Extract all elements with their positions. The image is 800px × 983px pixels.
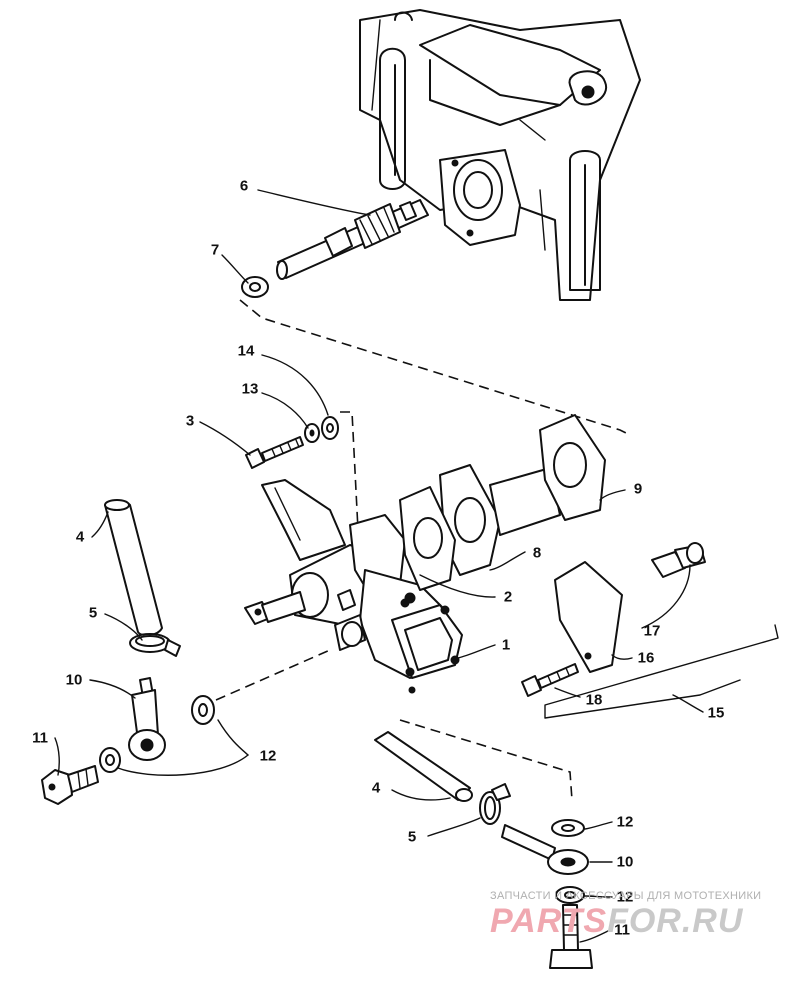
- callout-5-left: 5: [88, 604, 98, 622]
- leader-lines: [54, 189, 704, 943]
- callout-1: 1: [501, 636, 511, 654]
- alignment-line-mid: [215, 649, 331, 701]
- watermark-tagline: ЗАПЧАСТИ И АКСЕССУАРЫ ДЛЯ МОТОТЕХНИКИ: [490, 890, 762, 902]
- hose-part-4-bottom: [374, 731, 473, 802]
- callout-12-left: 12: [259, 747, 277, 765]
- callout-3: 3: [185, 412, 195, 430]
- watermark-logo-part1: PARTS: [490, 902, 608, 940]
- alignment-line-screw: [340, 411, 359, 531]
- hose-part-4-left: [104, 499, 163, 637]
- bracket-part-15: [544, 624, 779, 719]
- clamp-part-5-left: [129, 633, 181, 657]
- plug-part-17: [651, 542, 706, 578]
- callout-11-bottom: 11: [614, 921, 630, 939]
- callout-8: 8: [532, 544, 542, 562]
- watermark-logo: PARTSFOR.RU: [490, 902, 743, 941]
- washer-part-7: [241, 276, 269, 298]
- washer-part-12-left: [99, 747, 121, 773]
- callout-12-bottom-upper: 12: [616, 813, 634, 831]
- callout-6: 6: [239, 177, 249, 195]
- callout-13: 13: [241, 380, 259, 398]
- callout-5-bottom: 5: [407, 828, 417, 846]
- banjo-fitting-part-10-bottom: [501, 824, 589, 875]
- engine-block: [359, 9, 641, 301]
- banjo-fitting-part-10-left: [128, 677, 166, 761]
- gasket-intermediate: [399, 486, 456, 591]
- callout-2: 2: [503, 588, 513, 606]
- alignment-line-upper: [239, 299, 631, 436]
- oil-pump-assembly: [244, 479, 463, 694]
- callout-4-left: 4: [75, 528, 85, 546]
- callout-9: 9: [633, 480, 643, 498]
- callout-10-bottom: 10: [616, 853, 634, 871]
- tube-part-9: [489, 414, 606, 536]
- watermark-logo-part2: FOR.RU: [607, 902, 744, 940]
- callout-10-left: 10: [65, 671, 83, 689]
- washer-part-12-middle: [191, 695, 215, 725]
- callout-16: 16: [637, 649, 655, 667]
- screw-part-18: [521, 663, 579, 697]
- washer-part-12-bottom-lower: [555, 886, 585, 904]
- callout-11-left: 11: [32, 729, 48, 747]
- callout-18: 18: [585, 691, 603, 709]
- screw-part-3: [245, 436, 304, 469]
- banjo-bolt-part-11-left: [41, 765, 99, 805]
- alignment-line-lower: [399, 719, 573, 801]
- callout-14: 14: [237, 342, 255, 360]
- washer-part-13: [304, 423, 320, 443]
- banjo-bolt-part-11-bottom: [549, 904, 593, 969]
- callout-15: 15: [707, 704, 725, 722]
- callout-12-bottom-lower: 12: [616, 888, 634, 906]
- washer-part-12-bottom-upper: [551, 819, 585, 837]
- clamp-part-5-bottom: [479, 783, 511, 825]
- callout-4-bottom: 4: [371, 779, 381, 797]
- callout-17: 17: [643, 622, 661, 640]
- shaft-gear-part: [276, 199, 429, 280]
- washer-part-14: [321, 416, 339, 440]
- callout-7: 7: [210, 241, 220, 259]
- cover-plate-part-16: [554, 561, 623, 673]
